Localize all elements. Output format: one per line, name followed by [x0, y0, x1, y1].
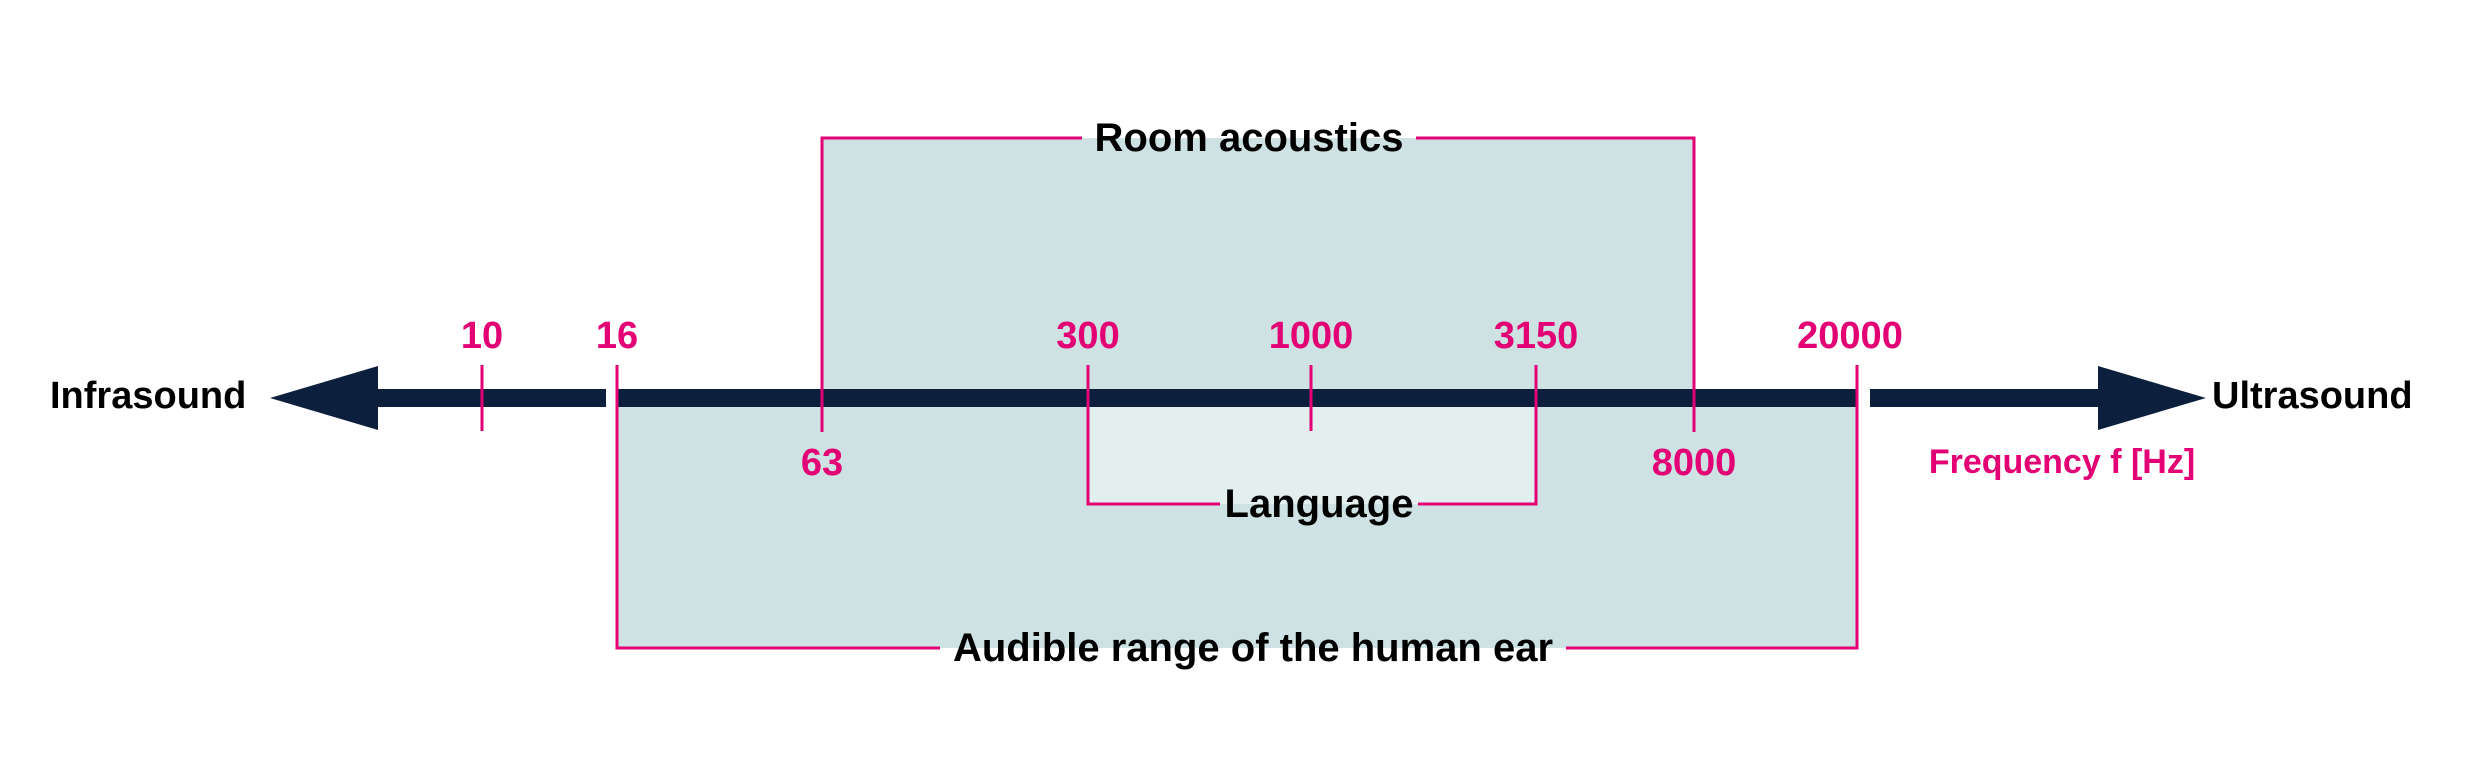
language-bracket-left [1086, 398, 1220, 506]
audible-bracket-left [615, 398, 940, 650]
room-acoustics-range-fill [822, 138, 1694, 398]
axis-left-segment [376, 389, 606, 407]
language-label: Language [1225, 482, 1414, 526]
right-arrow-icon [2098, 366, 2206, 430]
range-brackets [615, 136, 1859, 650]
room-acoustics-bracket-left [820, 136, 1082, 398]
audible-range-label: Audible range of the human ear [953, 626, 1553, 670]
left-arrow-icon [270, 366, 378, 430]
tick-label-63: 63 [801, 442, 843, 484]
tick-label-8000: 8000 [1652, 442, 1737, 484]
tick-label-16: 16 [596, 315, 638, 357]
ultrasound-label: Ultrasound [2212, 375, 2413, 417]
language-bracket-right [1418, 398, 1538, 506]
tick-label-300: 300 [1056, 315, 1119, 357]
tick-label-20000: 20000 [1797, 315, 1903, 357]
frequency-axis [270, 366, 2206, 430]
frequency-axis-label: Frequency f [Hz] [1929, 443, 2195, 481]
room-acoustics-label: Room acoustics [1095, 116, 1404, 160]
tick-label-3150: 3150 [1494, 315, 1579, 357]
infrasound-label: Infrasound [50, 375, 246, 417]
tick-marks [480, 365, 1859, 432]
tick-label-10: 10 [461, 315, 503, 357]
tick-labels: 10 16 63 300 1000 3150 8000 20000 [461, 315, 1903, 484]
room-acoustics-bracket-right [1416, 136, 1696, 398]
audible-bracket-right [1566, 398, 1859, 650]
tick-label-1000: 1000 [1269, 315, 1354, 357]
axis-main-segment [617, 389, 1857, 407]
axis-right-segment [1870, 389, 2106, 407]
